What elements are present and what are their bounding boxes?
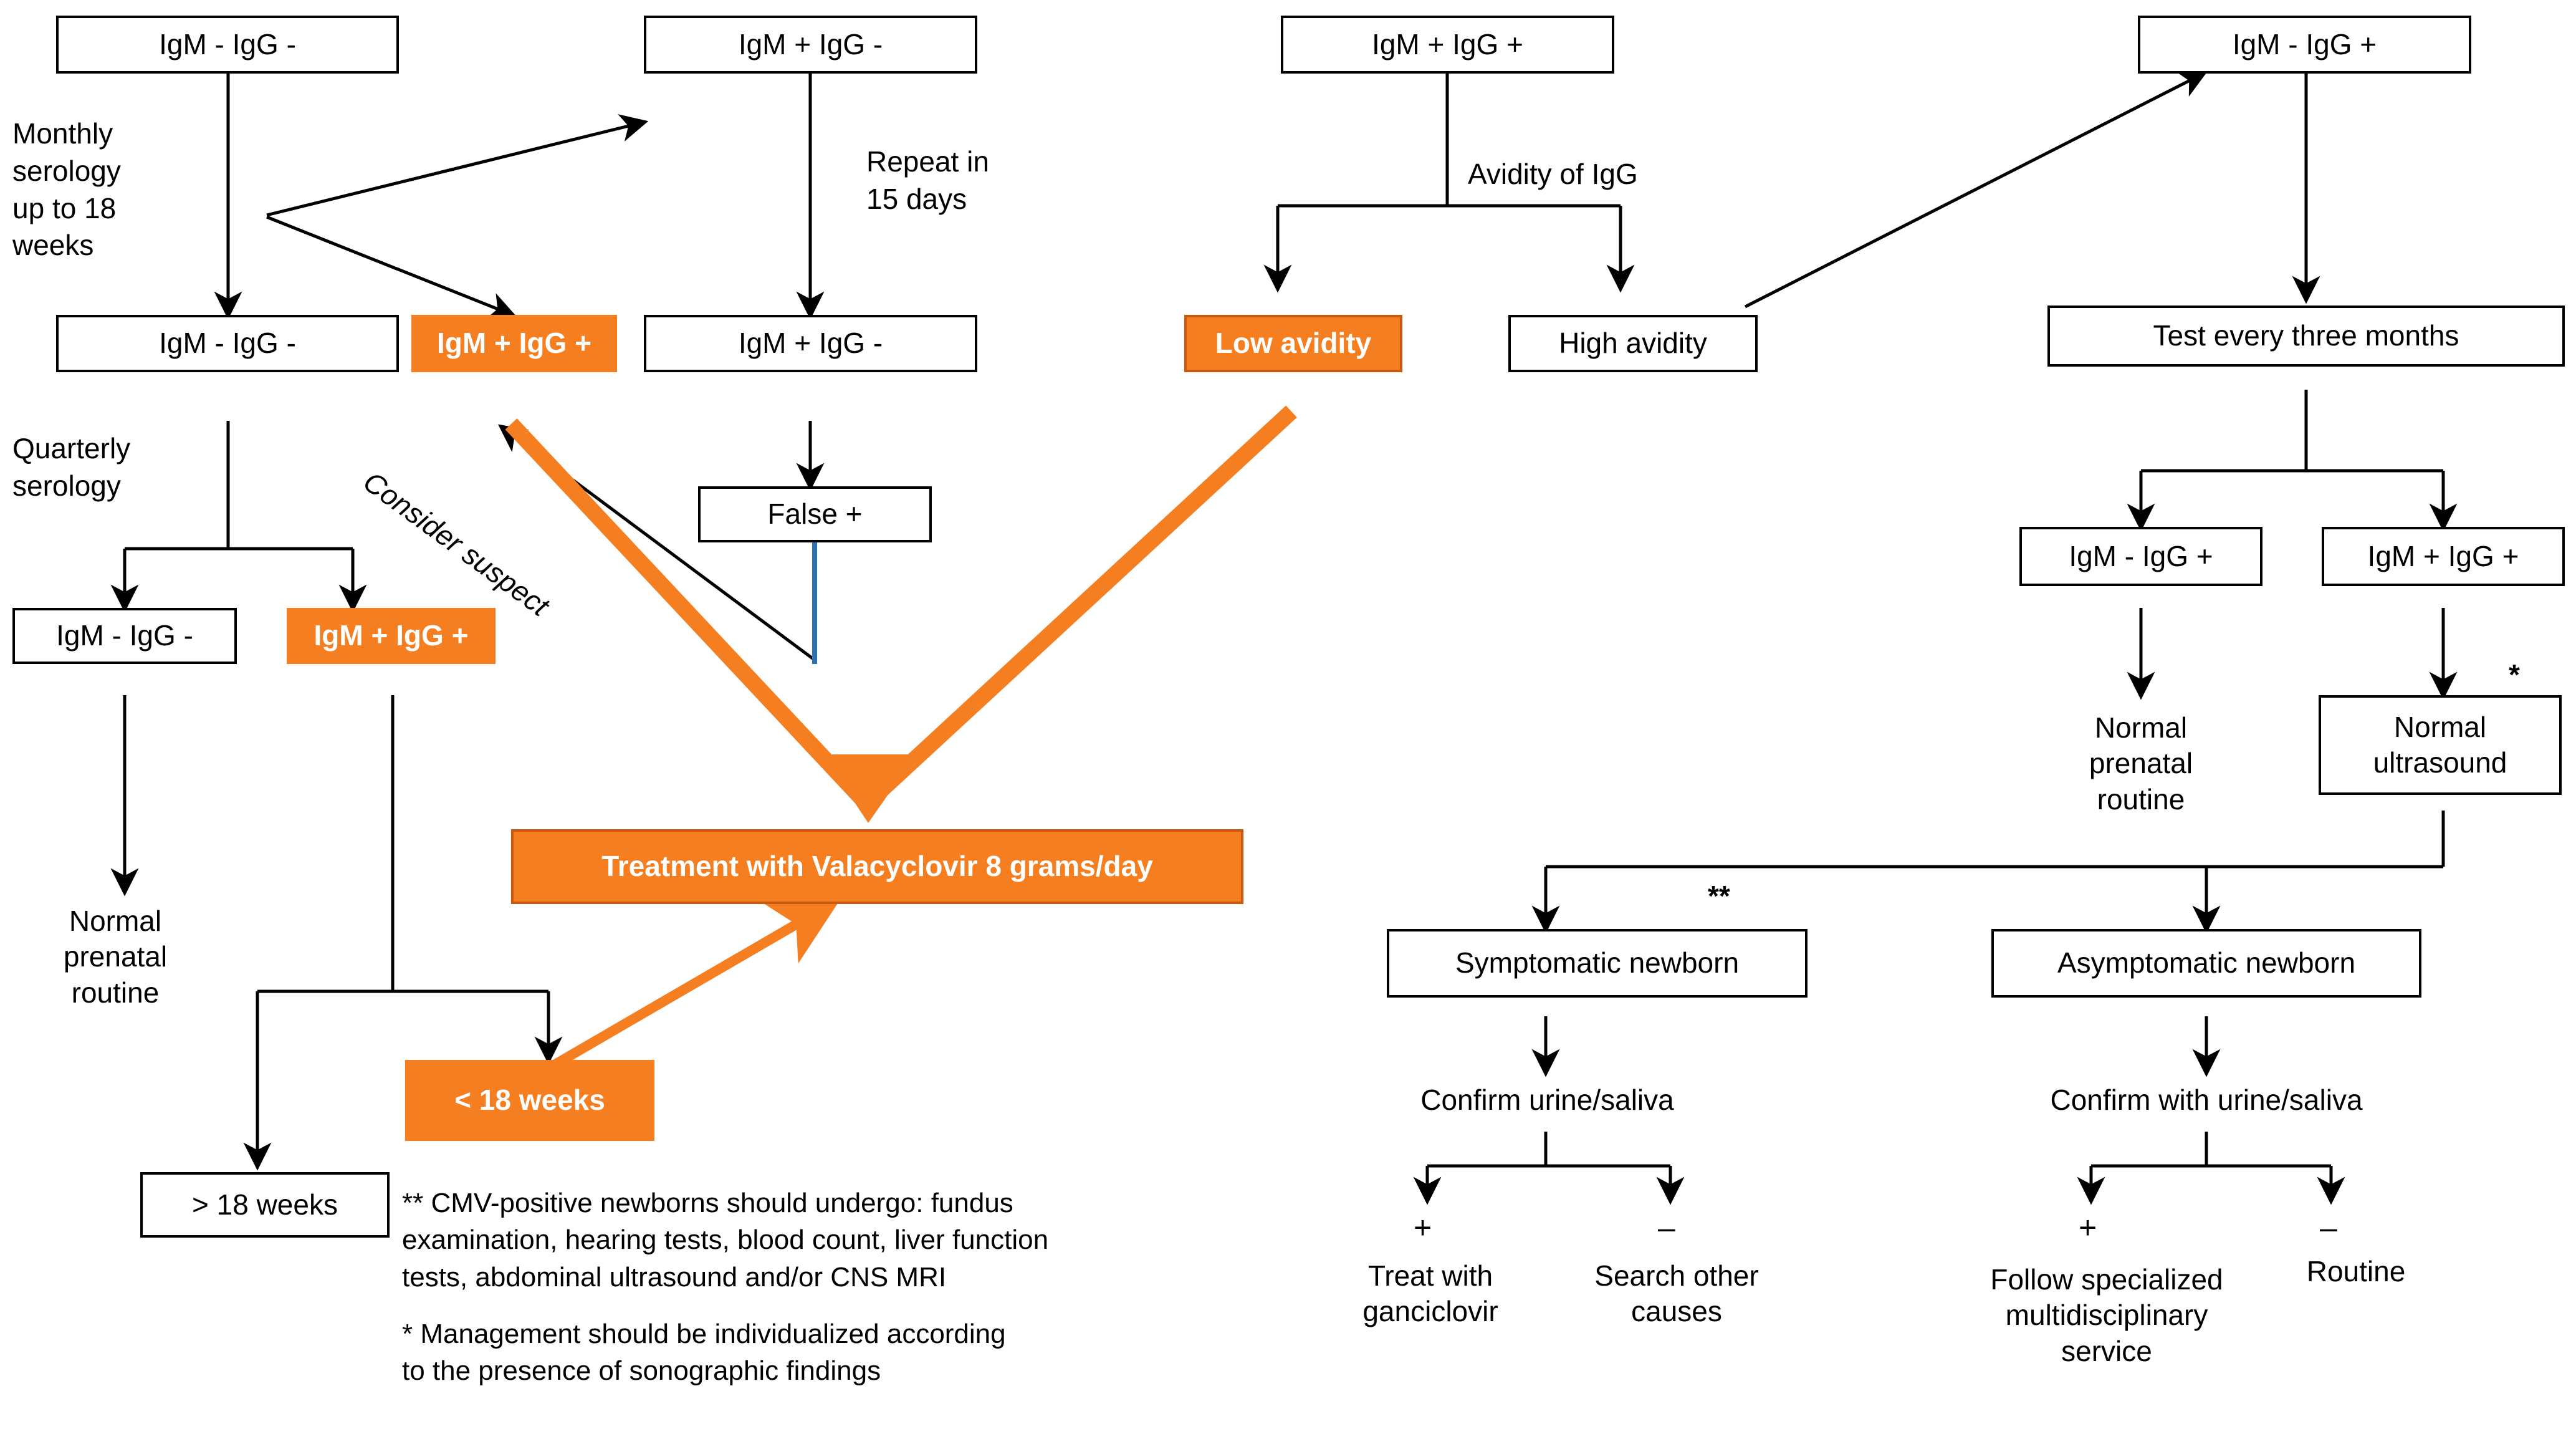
sign-asymptomatic-minus: –	[2320, 1210, 2337, 1245]
node-test-every-three-months[interactable]: Test every three months	[2047, 306, 2565, 367]
sign-asymptomatic-plus: +	[2079, 1210, 2097, 1245]
node-treatment[interactable]: Treatment with Valacyclovir 8 grams/day	[511, 829, 1243, 904]
node-top-igm-neg-igg-neg[interactable]: IgM - IgG -	[56, 16, 399, 74]
node-routine: Routine	[2306, 1255, 2406, 1288]
sign-symptomatic-plus: +	[1414, 1210, 1432, 1245]
node-confirm-urine-saliva-left: Confirm urine/saliva	[1420, 1084, 1674, 1117]
marker-single-star: *	[2509, 658, 2520, 691]
label-avidity-of-igg: Avidity of IgG	[1468, 158, 1638, 190]
node-top-igm-pos-igg-neg[interactable]: IgM + IgG -	[644, 16, 977, 74]
node-treat-with-ganciclovir: Treat with ganciclovir	[1362, 1259, 1498, 1328]
node-row2-igm-neg-igg-neg[interactable]: IgM - IgG -	[56, 315, 399, 372]
node-row2-igm-pos-igg-pos[interactable]: IgM + IgG +	[411, 315, 617, 372]
label-quarterly-serology: Quarterly serology	[12, 432, 131, 502]
node-greater-18-weeks[interactable]: > 18 weeks	[140, 1172, 390, 1238]
label-monthly-serology: Monthly serology up to 18 weeks	[12, 117, 121, 262]
node-symptomatic-newborn[interactable]: Symptomatic newborn	[1387, 929, 1808, 998]
node-false-positive[interactable]: False +	[698, 486, 932, 542]
node-top-igm-pos-igg-pos[interactable]: IgM + IgG +	[1281, 16, 1614, 74]
footnote-individualized-management: * Management should be individualized ac…	[402, 1319, 1006, 1387]
node-low-avidity[interactable]: Low avidity	[1184, 315, 1402, 372]
node-less-18-weeks[interactable]: < 18 weeks	[405, 1060, 654, 1141]
label-repeat-15-days: Repeat in 15 days	[866, 145, 989, 215]
marker-double-star: **	[1708, 880, 1730, 912]
node-branch-igm-neg-igg-pos[interactable]: IgM - IgG +	[2019, 527, 2262, 586]
node-high-avidity[interactable]: High avidity	[1508, 315, 1758, 372]
node-asymptomatic-newborn[interactable]: Asymptomatic newborn	[1991, 929, 2421, 998]
node-follow-specialized-service: Follow specialized multidisciplinary ser…	[1990, 1263, 2223, 1367]
node-branch-igm-pos-igg-pos[interactable]: IgM + IgG +	[2322, 527, 2565, 586]
node-quarterly-igm-pos-igg-pos[interactable]: IgM + IgG +	[287, 608, 496, 664]
node-confirm-urine-saliva-right: Confirm with urine/saliva	[2050, 1084, 2363, 1117]
footnote-newborn-workup: ** CMV-positive newborns should undergo:…	[402, 1188, 1049, 1292]
node-normal-prenatal-routine-left: Normal prenatal routine	[63, 904, 168, 1009]
node-top-igm-neg-igg-pos[interactable]: IgM - IgG +	[2138, 16, 2471, 74]
node-normal-ultrasound[interactable]: Normal ultrasound	[2319, 695, 2562, 795]
node-search-other-causes: Search other causes	[1594, 1259, 1759, 1328]
sign-symptomatic-minus: –	[1658, 1210, 1675, 1245]
orange-merge-arrowhead	[823, 754, 916, 823]
node-quarterly-igm-neg-igg-neg[interactable]: IgM - IgG -	[12, 608, 237, 664]
node-row2-igm-pos-igg-neg[interactable]: IgM + IgG -	[644, 315, 977, 372]
node-normal-prenatal-routine-right: Normal prenatal routine	[2089, 711, 2193, 816]
label-consider-suspect: Consider suspect	[357, 464, 555, 623]
